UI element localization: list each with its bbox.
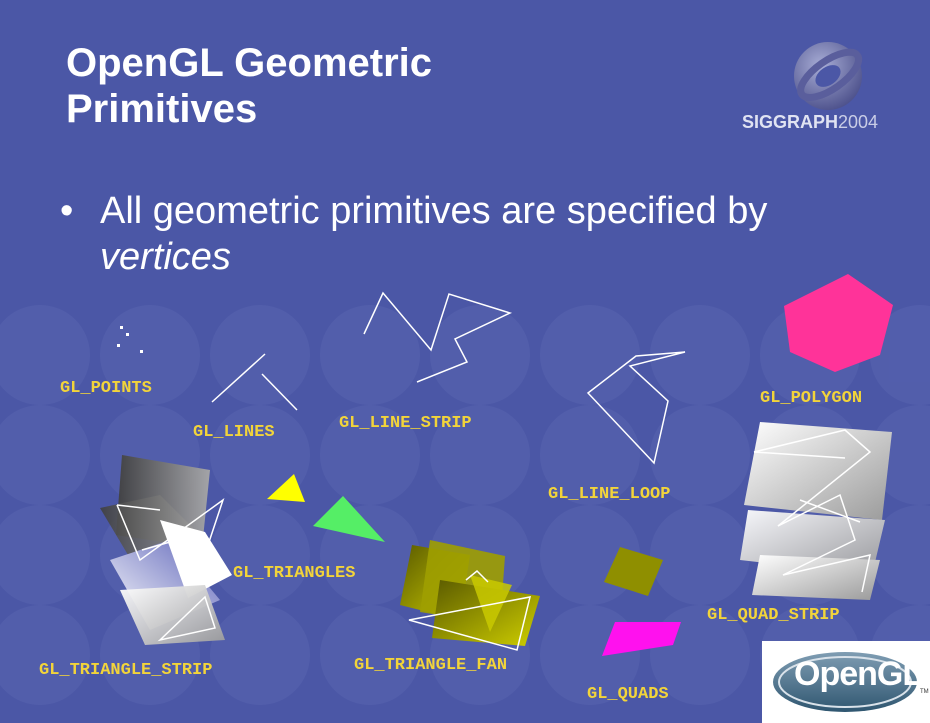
line-strip-shape [363,291,513,383]
triangle-strip-shape [100,455,232,645]
opengl-trademark: TM [920,689,929,695]
polygon-shape [784,274,893,372]
bullet-emphasis: vertices [100,236,231,278]
triangle-fan-shape [400,540,540,651]
quad-magenta-shape [602,622,681,656]
lines-shape [211,353,298,411]
label-gl-polygon: GL_POLYGON [760,389,863,408]
label-gl-lines: GL_LINES [193,423,275,442]
label-gl-triangle-fan: GL_TRIANGLE_FAN [354,656,508,675]
quad-strip-shape [740,422,892,600]
slide-title: OpenGL Geometric Primitives [66,40,586,132]
line-loop-shape [586,351,686,465]
bullet-dot: • [60,190,74,232]
triangle-green-shape [313,496,385,542]
siggraph-logo-icon [794,42,863,110]
label-gl-points: GL_POINTS [60,379,152,398]
bullet-text: All geometric primitives are specified b… [100,190,768,232]
opengl-logo: OpenGL TM [762,641,930,723]
opengl-logo-icon [773,652,917,712]
label-gl-line-loop: GL_LINE_LOOP [548,485,671,504]
siggraph-logo-text: SIGGRAPH2004 [742,112,878,133]
label-gl-line-strip: GL_LINE_STRIP [339,414,472,433]
siggraph-name: SIGGRAPH [742,112,839,132]
title-line-1: OpenGL Geometric [66,41,433,85]
label-gl-quad-strip: GL_QUAD_STRIP [707,606,840,625]
quad-olive-shape [604,547,663,596]
label-gl-triangle-strip: GL_TRIANGLE_STRIP [39,661,213,680]
triangle-yellow-shape [267,474,305,502]
points-shape [117,326,143,353]
opengl-logo-text: OpenGL [794,655,923,693]
label-gl-triangles: GL_TRIANGLES [233,564,356,583]
siggraph-year: 2004 [838,112,879,132]
label-gl-quads: GL_QUADS [587,685,669,704]
title-line-2: Primitives [66,87,258,131]
